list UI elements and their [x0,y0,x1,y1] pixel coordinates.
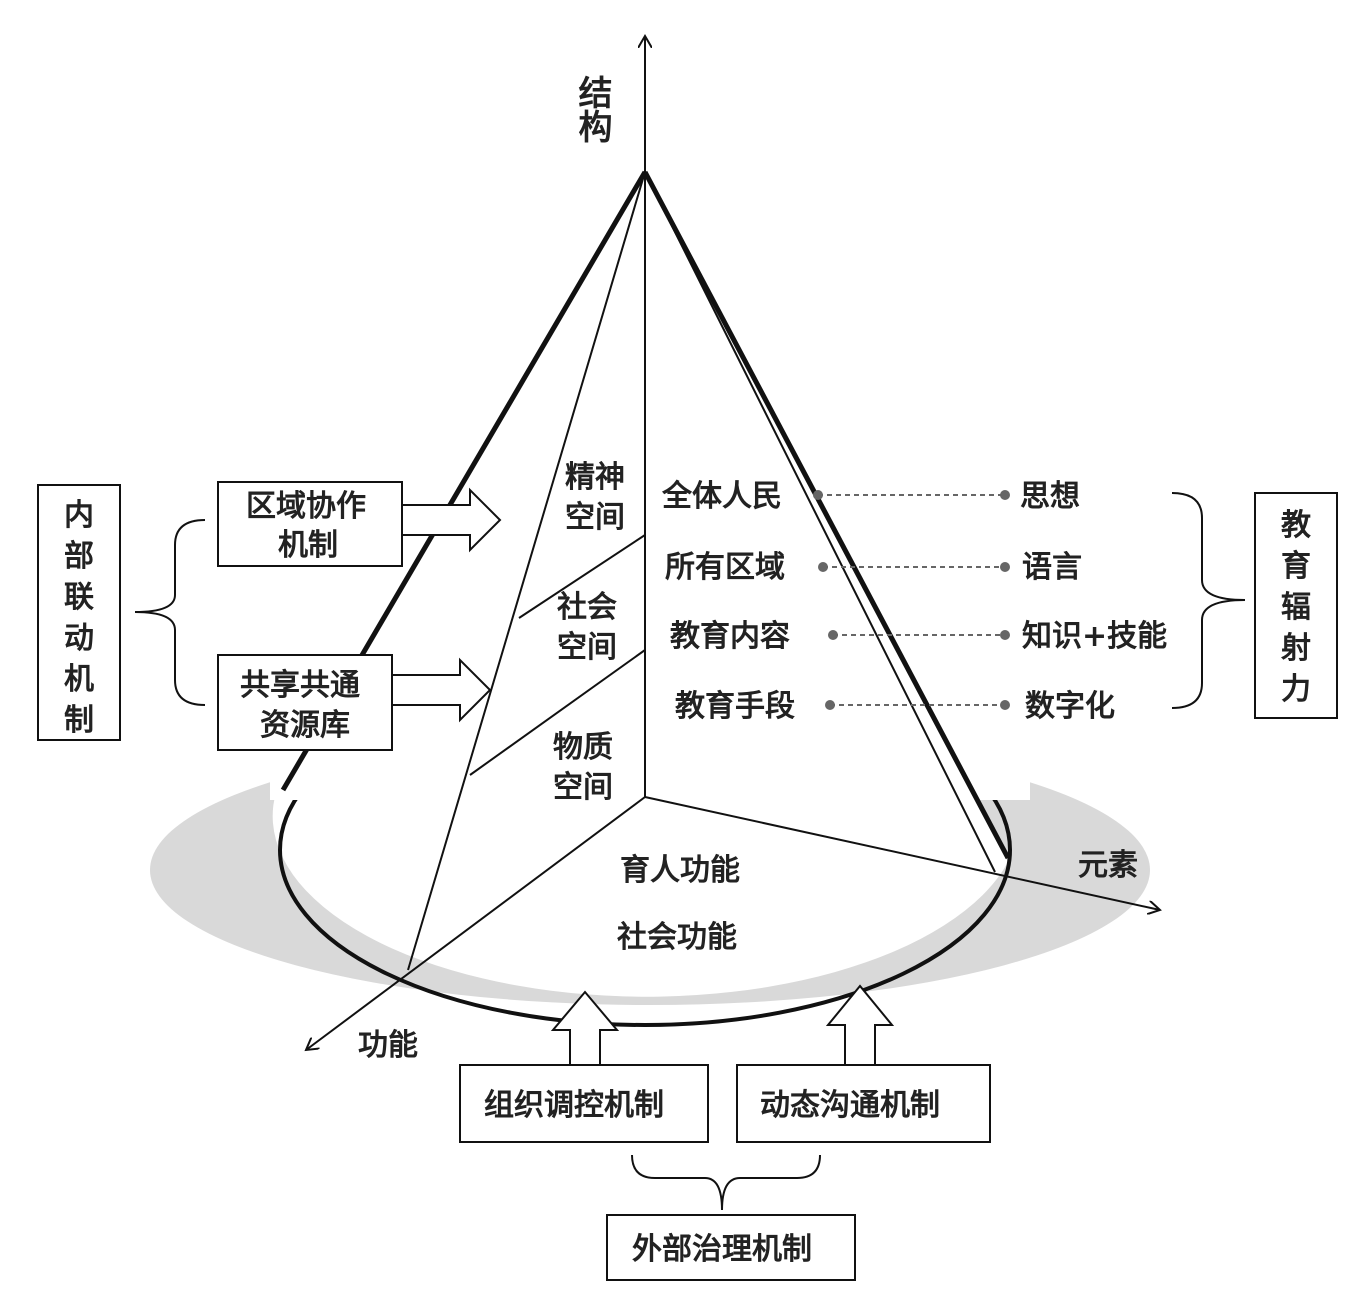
function-social: 社会功能 [617,920,737,955]
svg-text:空间: 空间 [557,630,617,665]
svg-text:机制: 机制 [278,528,338,563]
internal-mechanism-box [37,484,121,741]
pair-row: 教育内容 知识+技能 [670,619,1167,654]
svg-text:区域协作: 区域协作 [246,489,366,524]
pair-row: 全体人民 思想 [661,479,1080,514]
space-material: 物质 [553,730,613,765]
right-brace [1171,492,1246,709]
internal-mechanism-title: 内 部 联 动 机 制 [64,498,94,738]
function-label: 功能 [358,1028,418,1063]
svg-text:动: 动 [64,621,94,656]
function-axis [306,796,646,1050]
radiation-box [1254,492,1338,719]
external-governance-box [606,1214,856,1281]
space-spiritual: 精神 [565,460,625,495]
arrow-right-icon [384,657,492,723]
dynamic-communication-box [736,1064,991,1143]
svg-text:知识+技能: 知识+技能 [1022,619,1167,654]
element-axis [644,796,1160,910]
svg-text:数字化: 数字化 [1025,689,1115,724]
svg-text:共享共通: 共享共通 [240,668,360,703]
space-social: 社会 [557,590,617,625]
svg-text:空间: 空间 [553,770,613,805]
svg-text:教: 教 [1281,508,1311,543]
arrow-up-icon [550,990,620,1067]
svg-text:射: 射 [1281,631,1311,666]
arrow-right-icon [394,487,502,553]
svg-text:部: 部 [64,539,94,574]
svg-text:语言: 语言 [1022,550,1082,585]
org-control-box [459,1064,709,1143]
pair-row: 所有区域 语言 [665,550,1082,585]
svg-text:制: 制 [64,703,94,738]
svg-text:所有区域: 所有区域 [665,550,785,585]
pair-row: 教育手段 数字化 [675,689,1115,724]
cone-right-edge [642,170,1011,860]
svg-text:思想: 思想 [1020,479,1080,514]
function-education: 育人功能 [620,853,740,888]
bottom-brace [631,1154,821,1211]
radiation-title: 教 育 辐 射 力 [1281,508,1311,707]
svg-text:机: 机 [64,662,94,697]
shared-resource-box [217,654,393,751]
left-brace [134,519,206,706]
svg-text:教育内容: 教育内容 [670,619,790,654]
svg-text:联: 联 [64,580,94,615]
element-label: 元素 [1078,848,1138,883]
arrow-up-icon [825,984,895,1067]
svg-text:空间: 空间 [565,500,625,535]
structure-label: 结构 [572,75,612,143]
svg-text:力: 力 [1281,672,1311,707]
svg-text:动态沟通机制: 动态沟通机制 [760,1088,940,1123]
svg-text:教育手段: 教育手段 [675,689,795,724]
regional-cooperation-box [217,481,403,567]
svg-text:内: 内 [64,498,94,533]
svg-text:外部治理机制: 外部治理机制 [632,1232,812,1267]
svg-text:组织调控机制: 组织调控机制 [484,1088,664,1123]
svg-text:资源库: 资源库 [260,708,350,743]
svg-text:全体人民: 全体人民 [661,479,782,514]
svg-text:辐: 辐 [1281,590,1311,625]
svg-text:育: 育 [1281,549,1311,584]
